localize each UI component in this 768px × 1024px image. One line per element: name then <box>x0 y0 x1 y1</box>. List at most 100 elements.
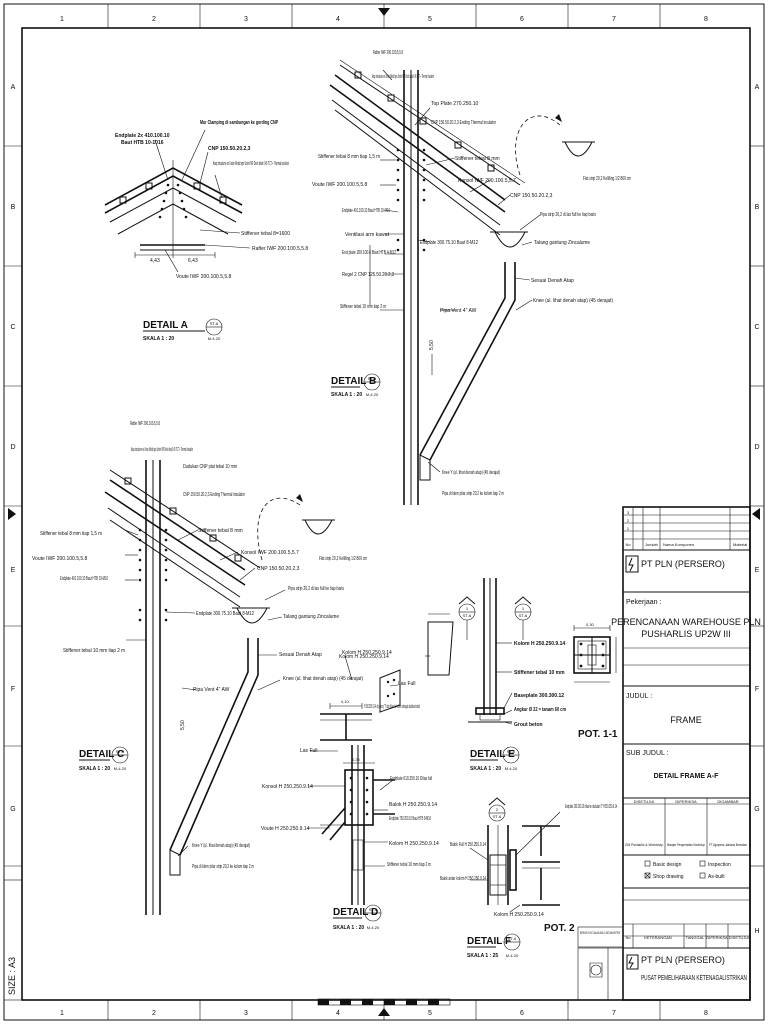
sheet-size-box: SIZE : A3 <box>3 879 23 1001</box>
grid-row-c: C <box>10 324 15 331</box>
grid-col-4: 4 <box>336 16 340 23</box>
detail-c-drawing <box>104 460 335 915</box>
sign-role-gm: GM Pusharlis & Workshop <box>625 842 664 847</box>
detail-a-scale: SKALA 1 : 20 <box>143 336 174 342</box>
grid-row-e: E <box>11 567 16 574</box>
detail-f-drawing <box>469 797 561 913</box>
detail-c-endplate3-label: Endplate 300.75.10 Baut 8-M12 <box>196 611 254 617</box>
detail-c-stiffener-low-label: Stiffener tebal 10 mm tiap 2 m <box>63 648 125 654</box>
detail-e-stiffener-label: Stiffener tebal 10 mm <box>514 670 565 676</box>
detail-c-title: DETAIL C <box>79 749 124 760</box>
detail-d-dim1: 0,10 <box>341 699 350 704</box>
detail-f-scale: SKALA 1 : 25 <box>467 953 498 959</box>
detail-d-endplate2-label: Endplate 750.250.10 Baut HTB 8-M16 <box>389 816 431 822</box>
detail-b-ventilasi-label: Ventilasi arm kawat <box>345 232 390 238</box>
grid-rows-left: A B C D E F G <box>10 84 15 813</box>
detail-d-stiffener-label: Stiffener tebal 10 mm tiap 2 m <box>387 862 431 868</box>
detail-b-voute-label: Voute IWF 200.100.5,5.8 <box>312 182 368 188</box>
check-inspection-label: Inspection <box>708 862 731 868</box>
detail-d-title-block: DETAIL D SKALA 1 : 20 ST-6 M-4.20 <box>333 904 382 931</box>
revision-row-3: 3 <box>627 510 630 515</box>
detail-a-rafter-label: Rafter IWF 200.100.5,5.8 <box>252 246 308 252</box>
grid-ticks <box>4 4 764 1020</box>
detail-b-scale: SKALA 1 : 20 <box>331 392 362 398</box>
detail-f-balok-antar-label: Balok antar kolom H 250.250.9.14 <box>440 876 486 882</box>
detail-d-sheet-ref: M-4.20 <box>367 925 380 930</box>
detail-d-title: DETAIL D <box>333 907 378 918</box>
grid-row-h-right: H <box>754 928 759 935</box>
pekerjaan-line1: PERENCANAAN WAREHOUSE PLN <box>611 617 761 627</box>
detail-c-pipa2-label: Pipa di klem pilar strip 20,2 ke kolom t… <box>192 864 254 870</box>
grid-row-g: G <box>10 806 15 813</box>
bottom-col-diperiksa: DIPERIKSA <box>706 935 728 940</box>
check-basic-design-label: Basic design <box>653 862 682 868</box>
grid-col-7: 7 <box>612 16 616 23</box>
detail-d-kolom-top-label: Kolom H 250.250.9.14 <box>342 650 392 656</box>
detail-e-dim: 0,30 <box>586 622 595 627</box>
grid-col-1-bottom: 1 <box>60 1010 64 1017</box>
grid-col-7-bottom: 7 <box>612 1010 616 1017</box>
detail-a-voute-label: Voute IWF 200.100.5,5.8 <box>176 274 232 280</box>
detail-c-konsol-label: Konsol IWF 200.100.5,5.7 <box>241 550 299 556</box>
grid-col-3-bottom: 3 <box>244 1010 248 1017</box>
detail-a-mur-label: Mur Clamping di sambungan ke gording CNP <box>200 120 278 126</box>
grid-col-4-bottom: 4 <box>336 1010 340 1017</box>
grid-row-b-right: B <box>755 204 760 211</box>
grid-row-a-right: A <box>755 84 760 91</box>
detail-a-dim1: 4,43 <box>150 258 160 264</box>
detail-c-pipa-vent-label: Pipa Vent 4" AW <box>193 687 230 693</box>
checkbox-inspection[interactable] <box>699 860 706 867</box>
grid-col-6: 6 <box>520 16 524 23</box>
revision-row-2: 2 <box>627 518 630 523</box>
revision-header-jumlah: Jumlah <box>645 542 658 547</box>
checkbox-as-built[interactable] <box>699 872 706 879</box>
detail-c-knee2-label: Knee Y (ul. lihat denah atap) (45 deraja… <box>192 843 250 849</box>
grid-row-e-right: E <box>755 567 760 574</box>
detail-b-atap-label: Atap zincalume ex Union Metal type Union… <box>372 74 434 80</box>
detail-d-bubble: ST-6 <box>369 907 378 912</box>
grid-row-g-right: G <box>754 806 759 813</box>
detail-b-pipa2-label: Pipa di klem pilar strip 20,2 ke kolom t… <box>442 491 504 497</box>
checkbox-shop-drawing[interactable] <box>644 872 651 879</box>
detail-b-sesuai-label: Sesuai Denah Atap <box>531 278 574 284</box>
scale-bar-top <box>317 998 451 1006</box>
detail-f-bubble: ST-6 <box>508 936 517 941</box>
detail-d-voute-label: Voute H 250.250.9.14 <box>261 826 310 832</box>
detail-d-las-label: Las Full <box>398 681 416 687</box>
grid-col-2: 2 <box>152 16 156 23</box>
detail-c-stiffener-mid-label: Stiffener tebal 8 mm <box>198 528 243 534</box>
pln-logo-icon <box>625 555 639 573</box>
check-shop-drawing-label: Shop drawing <box>653 874 684 880</box>
footer-unit: PUSAT PEMELIHARAAN KETENAGALISTRIKAN <box>641 975 747 982</box>
grid-row-f: F <box>11 686 15 693</box>
revision-row-1: 1 <box>627 526 630 531</box>
detail-e-title: DETAIL E <box>470 749 515 760</box>
detail-b-cnp-label: CNP 150.50.20.2,3 <box>510 193 553 199</box>
detail-e-cut1-right-ref: ST-6 <box>519 613 528 618</box>
outer-border <box>3 3 765 1021</box>
detail-c-cnp-label: CNP 150.50.20.2,3 <box>257 566 300 572</box>
detail-a-atap-label: Atap zincalume ex Union Metal type Union… <box>213 161 289 167</box>
pekerjaan-line2: PUSHARLIS UP2W III <box>641 629 731 639</box>
detail-b-toppelat-label: Top Plate 270.250.10 <box>431 101 478 107</box>
detail-d-scale: SKALA 1 : 20 <box>333 925 364 931</box>
detail-a-baut-label: Baut HTB 10-1016 <box>121 140 164 146</box>
detail-e-kolom-left-label: Kolom H 250.250.9.14 <box>339 654 389 660</box>
detail-e-cut1-left-ref: ST-6 <box>463 613 472 618</box>
detail-f-balok-full-label: Balok Full H 250.250.9.14 <box>450 842 486 848</box>
detail-d-kolom-label: Kolom H 250.250.9.14 <box>389 841 439 847</box>
detail-f-cut2-ref: ST-6 <box>493 814 502 819</box>
detail-e-cut1-right: 1 <box>522 606 525 611</box>
detail-d-drawing <box>308 655 401 905</box>
detail-e-bubble: ST-6 <box>507 749 516 754</box>
bottom-col-tanggal: TANGGAL <box>686 935 706 940</box>
bottom-note: BERKAS ISI KE DALAM ADA DI SATUAN METRIK <box>580 930 620 935</box>
detail-e-angkur-label: Angkur Ø 22 = tanam 60 cm <box>514 707 566 713</box>
detail-b-sheet-ref: M-4.20 <box>366 392 379 397</box>
bottom-col-no: No <box>625 935 631 940</box>
detail-b-cnp-end-label: CNP 150.50.20.2,3 Ending Thermal insulat… <box>431 120 496 126</box>
checkbox-basic-design[interactable] <box>644 860 651 867</box>
detail-b-pipa-label: Pipa strip 20,2 di las full ke tiap bari… <box>540 212 596 218</box>
sign-header-disetujui: DISETUJUI <box>634 799 655 804</box>
drawing-frame <box>21 27 751 1001</box>
